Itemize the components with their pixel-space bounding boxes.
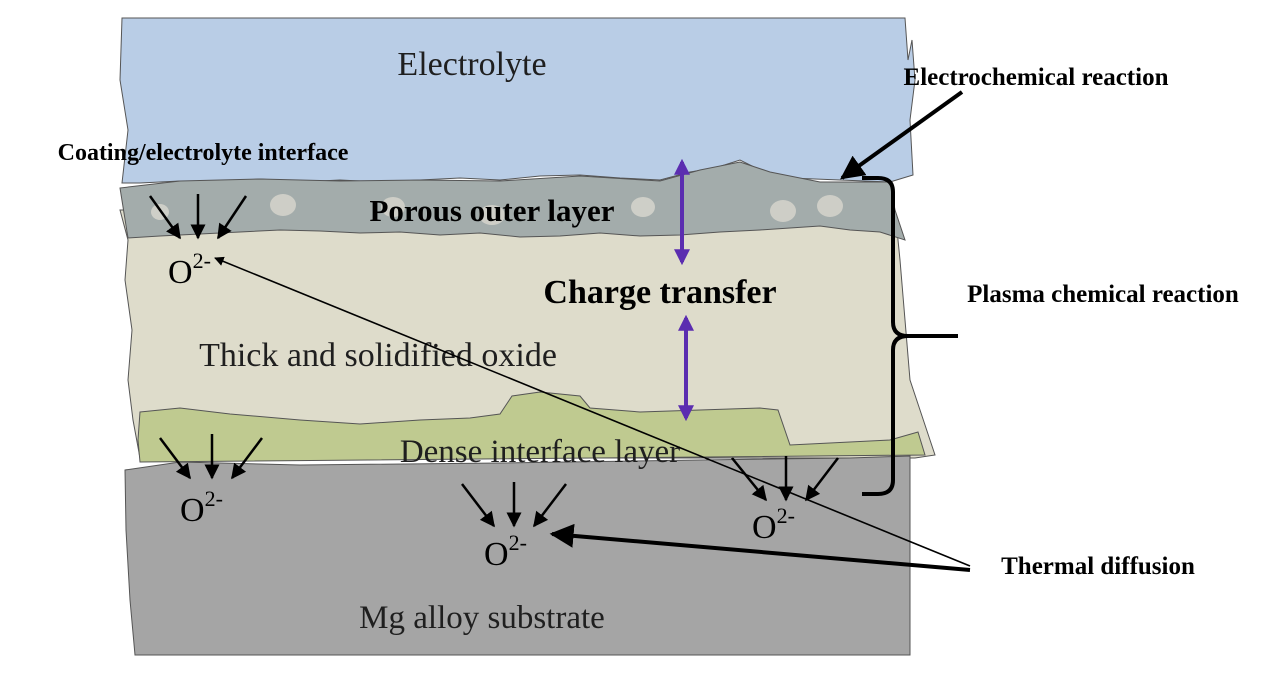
oxygen-ion: O2-: [168, 248, 211, 291]
ion-group-right: O2-: [731, 456, 839, 546]
plasma-chemical-reaction-label: Plasma chemical reaction: [967, 281, 1239, 308]
pore: [817, 195, 843, 217]
substrate-label: Mg alloy substrate: [359, 600, 605, 636]
charge-transfer-label: Charge transfer: [543, 274, 776, 311]
porous-outer-layer-label: Porous outer layer: [369, 193, 614, 228]
pore: [381, 197, 405, 217]
electrochemical-reaction-label: Electrochemical reaction: [904, 64, 1169, 91]
oxygen-ion: O2-: [484, 530, 527, 573]
porous-outer-layer: [119, 161, 906, 241]
substrate-region: [124, 455, 911, 656]
electrolyte-label: Electrolyte: [397, 46, 546, 83]
thermal-diffusion-arrow-short: [549, 523, 971, 572]
pore: [631, 197, 655, 217]
oxide-region: [119, 209, 936, 459]
pore: [770, 200, 796, 222]
oxygen-ion: O2-: [752, 503, 795, 546]
ion-group-bottom-left: O2-: [159, 434, 263, 529]
thermal-diffusion-label: Thermal diffusion: [1001, 553, 1195, 580]
pore: [479, 205, 505, 225]
dense-interface-label: Dense interface layer: [400, 434, 680, 470]
electrochemical-arrow: [840, 90, 964, 180]
ion-group-center: O2-: [461, 482, 567, 573]
thermal-diffusion-arrow-long: [214, 256, 971, 567]
coating-interface-label: Coating/electrolyte interface: [58, 140, 349, 166]
plasma-bracket: [862, 176, 958, 496]
thick-oxide-label: Thick and solidified oxide: [199, 337, 557, 374]
pores: [151, 194, 843, 225]
pore: [270, 194, 296, 216]
dense-interface-layer: [137, 391, 926, 463]
oxygen-ion: O2-: [180, 486, 223, 529]
ion-group-top-left: O2-: [148, 194, 248, 291]
